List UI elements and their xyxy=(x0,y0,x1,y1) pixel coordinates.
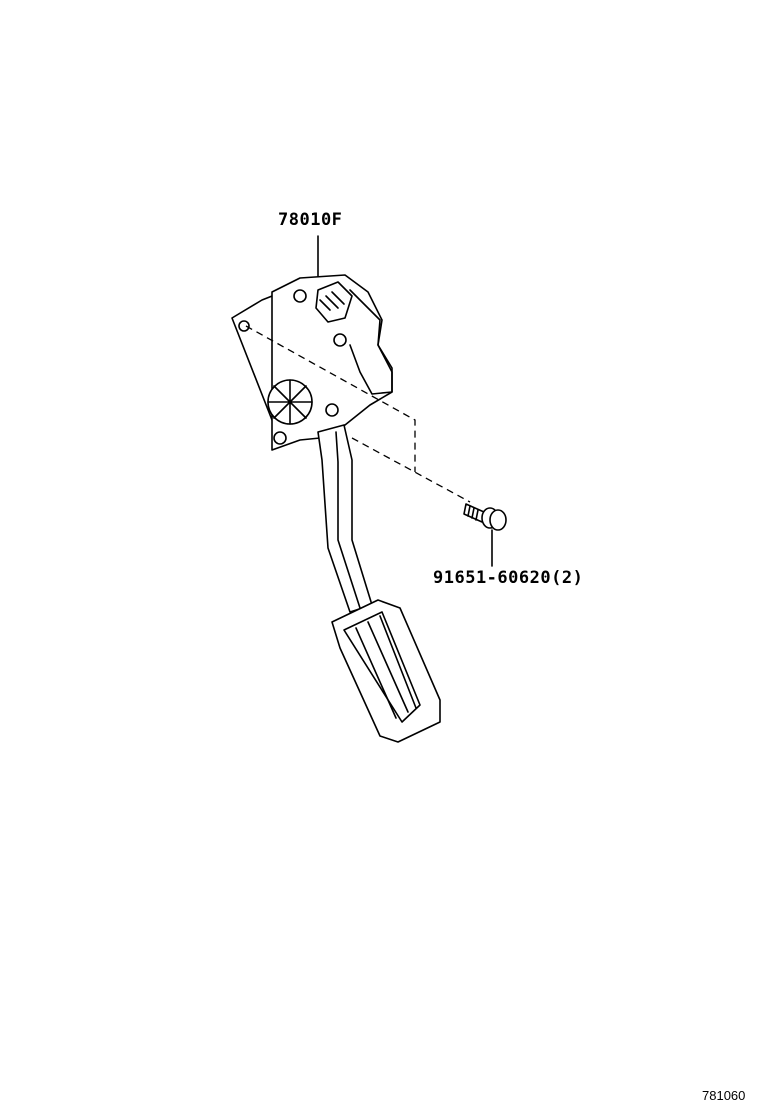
part-quantity-text: (2) xyxy=(551,568,584,588)
part-number-text: 78010F xyxy=(278,210,343,230)
part-number-label[interactable]: 91651-60620(2) xyxy=(433,568,583,588)
part-number-label[interactable]: 78010F xyxy=(278,210,342,230)
flange-bolt-icon xyxy=(463,503,507,531)
installation-line-lower xyxy=(351,437,471,503)
part-number-text: 91651-60620 xyxy=(433,568,552,588)
installation-line-upper xyxy=(245,325,416,472)
accelerator-pedal-assembly-icon xyxy=(231,274,441,743)
figure-id: 781060 xyxy=(702,1088,746,1103)
